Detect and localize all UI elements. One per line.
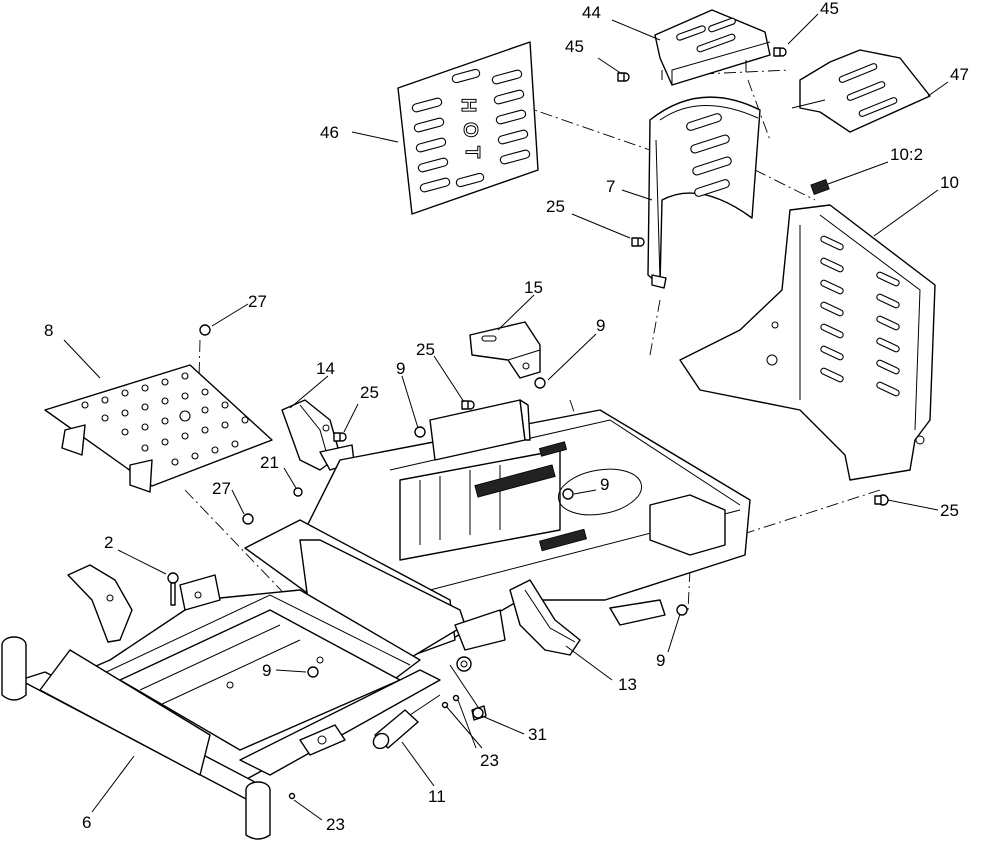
decal-label <box>810 179 830 195</box>
callout-11: 11 <box>428 787 446 806</box>
callout-23: 23 <box>480 751 499 770</box>
callout-10-2: 10:2 <box>890 145 923 164</box>
fasteners <box>167 47 889 719</box>
callout-45: 45 <box>565 37 584 56</box>
callouts: 44 45 45 47 46 10:2 10 7 25 15 27 8 9 25… <box>44 0 969 834</box>
callout-25: 25 <box>940 501 959 520</box>
heat-shield-hot: H O T <box>397 41 539 215</box>
hot-letter-h: H <box>457 98 479 112</box>
callout-25: 25 <box>360 383 379 402</box>
callout-9: 9 <box>600 475 609 494</box>
callout-27: 27 <box>212 479 231 498</box>
callout-27: 27 <box>248 292 267 311</box>
callout-2: 2 <box>104 533 113 552</box>
foot-plate <box>44 364 273 493</box>
callout-45: 45 <box>820 0 839 18</box>
heat-shield-slots <box>411 68 531 193</box>
callout-47: 47 <box>950 65 969 84</box>
callout-9: 9 <box>262 661 271 680</box>
bracket-13 <box>509 579 581 656</box>
hot-letter-t: T <box>461 146 483 158</box>
callout-15: 15 <box>524 278 543 297</box>
top-cap-shield <box>654 9 771 86</box>
callout-10: 10 <box>940 173 959 192</box>
bracket-slots <box>820 235 900 397</box>
curved-heat-shield <box>647 96 761 289</box>
callout-23: 23 <box>326 815 345 834</box>
callout-9: 9 <box>396 359 405 378</box>
callout-44: 44 <box>582 3 601 22</box>
bracket-15 <box>469 321 541 379</box>
callout-14: 14 <box>316 359 335 378</box>
callout-25: 25 <box>416 340 435 359</box>
callout-21: 21 <box>260 453 279 472</box>
roller-11 <box>372 694 441 750</box>
leader-lines <box>63 13 949 821</box>
callout-25: 25 <box>546 197 565 216</box>
callout-13: 13 <box>618 675 637 694</box>
callout-7: 7 <box>606 177 615 196</box>
front-left-bracket <box>67 564 221 643</box>
callout-9: 9 <box>656 651 665 670</box>
hot-letter-o: O <box>459 122 481 138</box>
callout-9: 9 <box>596 316 605 335</box>
callout-46: 46 <box>320 123 339 142</box>
rear-bracket <box>679 204 936 481</box>
foot-plate-holes <box>81 372 249 466</box>
deflector-plate <box>791 49 931 133</box>
callout-6: 6 <box>82 813 91 832</box>
callout-31: 31 <box>528 725 547 744</box>
callout-8: 8 <box>44 321 53 340</box>
front-frame <box>1 589 441 840</box>
